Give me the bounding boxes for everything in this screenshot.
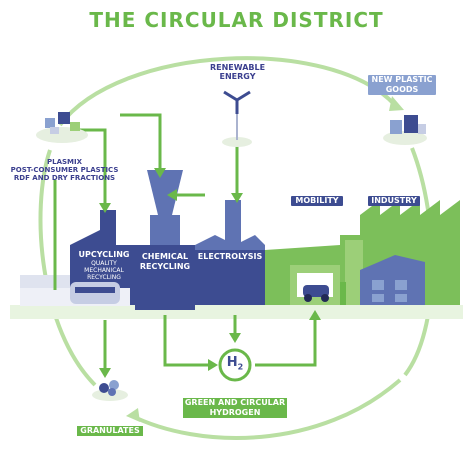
hydrogen-tag: GREEN AND CIRCULAR HYDROGEN <box>183 398 287 418</box>
wind-turbine <box>222 90 252 147</box>
page-title: THE CIRCULAR DISTRICT <box>89 8 384 32</box>
chemical-line-1: CHEMICAL <box>141 252 189 261</box>
hydrogen-line-2: HYDROGEN <box>209 408 261 417</box>
chemical-recycling-label: CHEMICAL RECYCLING <box>135 252 195 272</box>
plasmix-line-2: POST-CONSUMER PLASTICS <box>10 166 119 174</box>
chemical-line-2: RECYCLING <box>139 262 191 271</box>
industry-tag: INDUSTRY <box>368 196 420 206</box>
new-plastic-line-1: NEW PLASTIC <box>371 75 433 84</box>
granulates-tag: GRANULATES <box>77 426 143 436</box>
upcycling-sub-2: MECHANICAL <box>84 267 124 274</box>
electrolysis-label: ELECTROLYSIS <box>197 252 263 261</box>
h2-symbol <box>218 348 252 382</box>
flow-arrowheads <box>99 168 321 378</box>
mobility-station <box>290 265 346 305</box>
plasmix-line-3: RDF AND DRY FRACTIONS <box>13 174 116 182</box>
flow-arrows <box>53 113 317 370</box>
renewable-energy-line-2: ENERGY <box>219 72 256 81</box>
main-cycle-arrow <box>58 56 397 127</box>
h2-subscript: 2 <box>237 362 244 372</box>
main-cycle-arrowhead-top <box>389 96 404 111</box>
h2-text: H <box>226 355 238 370</box>
new-plastic-line-2: GOODS <box>385 85 419 94</box>
plasmix-line-1: PLASMIX <box>46 158 83 166</box>
plasmix-label: PLASMIX POST-CONSUMER PLASTICS RDF AND D… <box>2 158 127 182</box>
granulates-pile <box>92 380 128 401</box>
plasmix-pile <box>36 112 88 143</box>
plastic-goods <box>383 115 427 145</box>
mobility-tag: MOBILITY <box>291 196 343 206</box>
renewable-energy-line-1: RENEWABLE <box>209 63 266 72</box>
h2-label: H2 <box>222 355 248 372</box>
new-plastic-goods-tag: NEW PLASTIC GOODS <box>368 75 436 95</box>
main-cycle-arrow-bottom <box>129 378 402 440</box>
upcycling-title: UPCYCLING <box>78 250 130 259</box>
factory-complex <box>20 170 265 310</box>
ground <box>10 305 463 319</box>
main-cycle-arrowhead-bottom <box>126 408 140 422</box>
upcycling-sub-1: QUALITY <box>91 260 117 267</box>
hydrogen-line-1: GREEN AND CIRCULAR <box>184 398 286 407</box>
upcycling-label: UPCYCLING QUALITY MECHANICAL RECYCLING <box>73 250 135 281</box>
upcycling-sub-3: RECYCLING <box>87 274 121 281</box>
main-cycle-arrow-left <box>38 149 97 387</box>
renewable-energy-label: RENEWABLE ENERGY <box>185 63 290 81</box>
